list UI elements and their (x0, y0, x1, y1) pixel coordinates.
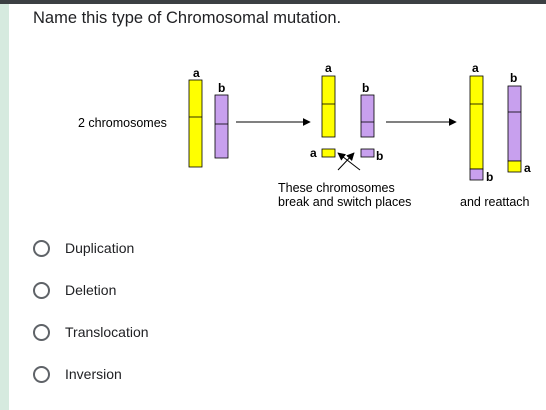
stage3-chromosome-a (469, 75, 484, 170)
radio-button[interactable] (33, 239, 50, 257)
stage2-chromosome-a (321, 75, 336, 138)
stage3-chromosome-a-translocated (469, 168, 484, 181)
option-label: Duplication (65, 240, 135, 256)
left-accent-strip (0, 4, 9, 410)
stage1-label-b: b (218, 81, 225, 95)
stage2-fragment-a (321, 148, 336, 158)
stage3-label-a: a (472, 61, 479, 75)
stage3-tip-label-b: b (486, 170, 493, 184)
stage3-tip-label-a: a (524, 161, 531, 175)
option-inversion[interactable]: Inversion (30, 361, 122, 387)
option-translocation[interactable]: Translocation (30, 319, 149, 345)
swap-arrow-2 (337, 152, 361, 171)
top-border (0, 0, 546, 4)
option-label: Deletion (65, 282, 117, 298)
stage3-chromosome-b (507, 85, 522, 162)
stage3-label-b: b (510, 71, 517, 85)
stage2-label-a: a (325, 61, 332, 75)
two-chromosomes-label: 2 chromosomes (78, 116, 167, 130)
caption-line-2: break and switch places (278, 195, 411, 209)
stage2-fragment-label-a: a (310, 146, 317, 160)
option-label: Translocation (65, 324, 149, 340)
stage2-chromosome-b (360, 94, 375, 138)
radio-button[interactable] (33, 365, 50, 383)
question-title: Name this type of Chromosomal mutation. (33, 9, 342, 27)
chromosome-diagram: 2 chromosomes a b a b a b These chromoso… (78, 61, 531, 209)
stage1-label-a: a (193, 66, 200, 80)
option-label: Inversion (65, 366, 122, 382)
stage2-label-b: b (362, 81, 369, 95)
stage1-chromosome-a (188, 79, 203, 168)
swap-arrow-1 (337, 152, 355, 171)
stage2-fragment-b (360, 148, 375, 158)
stage2-fragment-label-b: b (376, 149, 383, 163)
radio-button[interactable] (33, 281, 50, 299)
caption-right: and reattach (460, 195, 530, 209)
option-deletion[interactable]: Deletion (30, 277, 116, 303)
stage1-chromosome-b (214, 94, 229, 159)
caption-line-1: These chromosomes (278, 181, 395, 195)
option-duplication[interactable]: Duplication (30, 235, 134, 261)
radio-button[interactable] (33, 323, 50, 341)
stage3-chromosome-b-translocated (507, 160, 522, 173)
